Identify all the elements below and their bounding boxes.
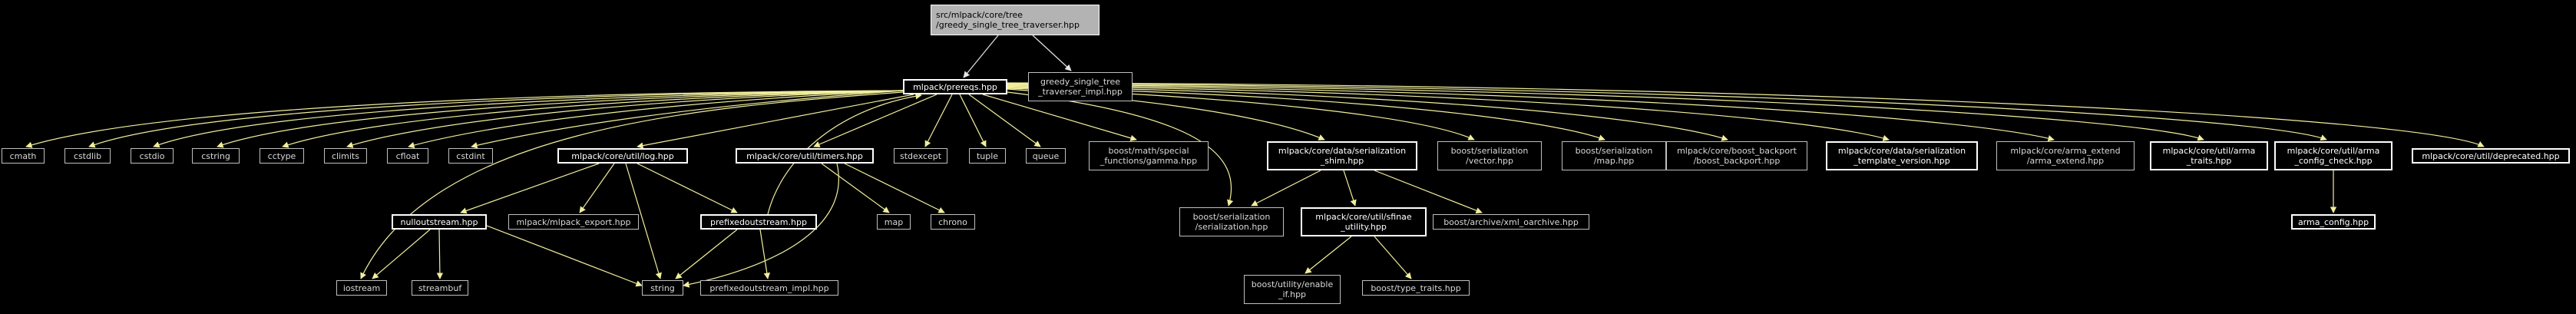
node-queue[interactable]: queue: [1026, 148, 1066, 164]
node-stdexcept[interactable]: stdexcept: [894, 148, 947, 164]
node-log[interactable]: mlpack/core/util/log.hpp: [557, 148, 688, 164]
edge-timers-chrono: [844, 163, 945, 213]
node-iostream[interactable]: iostream: [336, 280, 387, 296]
edge-prereqs-cfloat: [408, 90, 904, 149]
edge-prefixed-string: [675, 229, 738, 279]
node-cstdlib[interactable]: cstdlib: [64, 148, 111, 164]
node-streambuf[interactable]: streambuf: [412, 280, 468, 296]
node-chrono[interactable]: chrono: [931, 214, 975, 230]
edge-prereqs-stdexcept: [924, 94, 953, 147]
node-serialization-map[interactable]: boost/serialization/map.hpp: [1562, 141, 1666, 170]
node-arma-config-check[interactable]: mlpack/core/util/arma_config_check.hpp: [2274, 141, 2392, 170]
node-cfloat[interactable]: cfloat: [387, 148, 428, 164]
edge-shim-xml: [1374, 170, 1483, 214]
edge-shim-sfinae: [1343, 170, 1357, 207]
edge-prereqs-arma-extend: [1007, 84, 2055, 142]
edge-sfinae-type-traits: [1374, 236, 1412, 279]
node-serialization-shim[interactable]: mlpack/core/data/serialization_shim.hpp: [1267, 141, 1417, 170]
node-arma-traits[interactable]: mlpack/core/util/arma_traits.hpp: [2150, 141, 2268, 170]
edge-timers-string: [683, 163, 839, 288]
edge-prereqs-cstdlib: [88, 90, 904, 148]
edge-prereqs-cctype: [282, 90, 904, 148]
node-greedy-single-tree-traverser[interactable]: src/mlpack/core/tree /greedy_single_tree…: [931, 5, 1100, 35]
node-type-traits[interactable]: boost/type_traits.hpp: [1362, 280, 1470, 296]
edge-log-string: [625, 163, 662, 279]
edge-nullout-streambuf: [436, 229, 444, 279]
edge-prereqs-cmath: [25, 90, 904, 148]
node-deprecated[interactable]: mlpack/core/util/deprecated.hpp: [2412, 148, 2570, 164]
edge-prereqs-cstring: [217, 90, 904, 148]
edge-prereqs-deprecated: [1007, 82, 2485, 147]
edge-timers-map: [821, 163, 890, 213]
node-mlpack-export[interactable]: mlpack/mlpack_export.hpp: [508, 214, 639, 230]
node-timers[interactable]: mlpack/core/util/timers.hpp: [736, 148, 874, 164]
edge-nullout-string: [486, 225, 643, 287]
edge-prereqs-tuple: [959, 94, 987, 147]
node-traverser-impl[interactable]: greedy_single_tree _traverser_impl.hpp: [1028, 72, 1133, 101]
node-nulloutstream[interactable]: nulloutstream.hpp: [392, 214, 487, 230]
node-xml-oarchive[interactable]: boost/archive/xml_oarchive.hpp: [1433, 214, 1589, 230]
node-map[interactable]: map: [877, 214, 911, 230]
edge-prereqs-timers: [813, 94, 937, 147]
edge-root-impl: [1032, 35, 1072, 71]
edge-prereqs-backport: [1007, 86, 1728, 141]
node-climits[interactable]: climits: [324, 148, 367, 164]
edge-prereqs-climits: [346, 90, 904, 148]
node-prefixedoutstream-impl[interactable]: prefixedoutstream_impl.hpp: [700, 280, 838, 296]
node-gamma[interactable]: boost/math/special_functions/gamma.hpp: [1089, 141, 1209, 170]
edge-log-prefixed: [637, 163, 738, 213]
edge-nullout-iostream: [372, 229, 431, 279]
edge-sfinae-enable-if: [1305, 236, 1352, 274]
node-arma-extend[interactable]: mlpack/core/arma_extend/arma_extend.hpp: [1996, 141, 2135, 170]
node-cstdio[interactable]: cstdio: [131, 148, 174, 164]
edge-prereqs-log: [637, 94, 914, 149]
node-serialization-vector[interactable]: boost/serialization/vector.hpp: [1437, 141, 1542, 170]
node-string[interactable]: string: [642, 280, 683, 296]
node-prefixedoutstream[interactable]: prefixedoutstream.hpp: [700, 214, 817, 230]
edge-shim-serialization: [1251, 170, 1321, 207]
node-boost-backport[interactable]: mlpack/core/boost_backport/boost_backpor…: [1666, 141, 1807, 170]
node-sfinae-utility[interactable]: mlpack/core/util/sfinae_utility.hpp: [1301, 207, 1427, 236]
edge-prereqs-cstdio: [153, 90, 904, 148]
edge-prereqs-config-check: [1007, 83, 2327, 141]
edge-root-prereqs: [963, 35, 999, 78]
node-serialization-template-version[interactable]: mlpack/core/data/serialization_template_…: [1826, 141, 1978, 170]
edge-prereqs-arma-traits: [1007, 84, 2204, 141]
edge-prereqs-cstdint: [471, 90, 904, 149]
edge-prereqs-gamma: [982, 94, 1137, 141]
node-prereqs[interactable]: mlpack/prereqs.hpp: [903, 79, 1007, 94]
edge-prefixed-impl: [759, 229, 770, 279]
node-tuple[interactable]: tuple: [969, 148, 1006, 164]
node-cstdint[interactable]: cstdint: [448, 148, 493, 164]
edge-log-export: [579, 163, 615, 213]
node-enable-if[interactable]: boost/utility/enable_if.hpp: [1244, 275, 1341, 304]
node-arma-config[interactable]: arma_config.hpp: [2291, 214, 2376, 230]
edge-prereqs-boost-serialization: [1007, 91, 1234, 207]
edge-prereqs-queue: [968, 94, 1041, 147]
edge-log-nullout: [460, 163, 600, 214]
node-boost-serialization[interactable]: boost/serialization/serialization.hpp: [1179, 207, 1284, 236]
edge-prefixed-prereqs: [767, 93, 922, 215]
node-cstring[interactable]: cstring: [192, 148, 240, 164]
node-cctype[interactable]: cctype: [260, 148, 304, 164]
edge-prereqs-tmpl: [1007, 85, 1890, 141]
node-cmath[interactable]: cmath: [2, 148, 45, 164]
